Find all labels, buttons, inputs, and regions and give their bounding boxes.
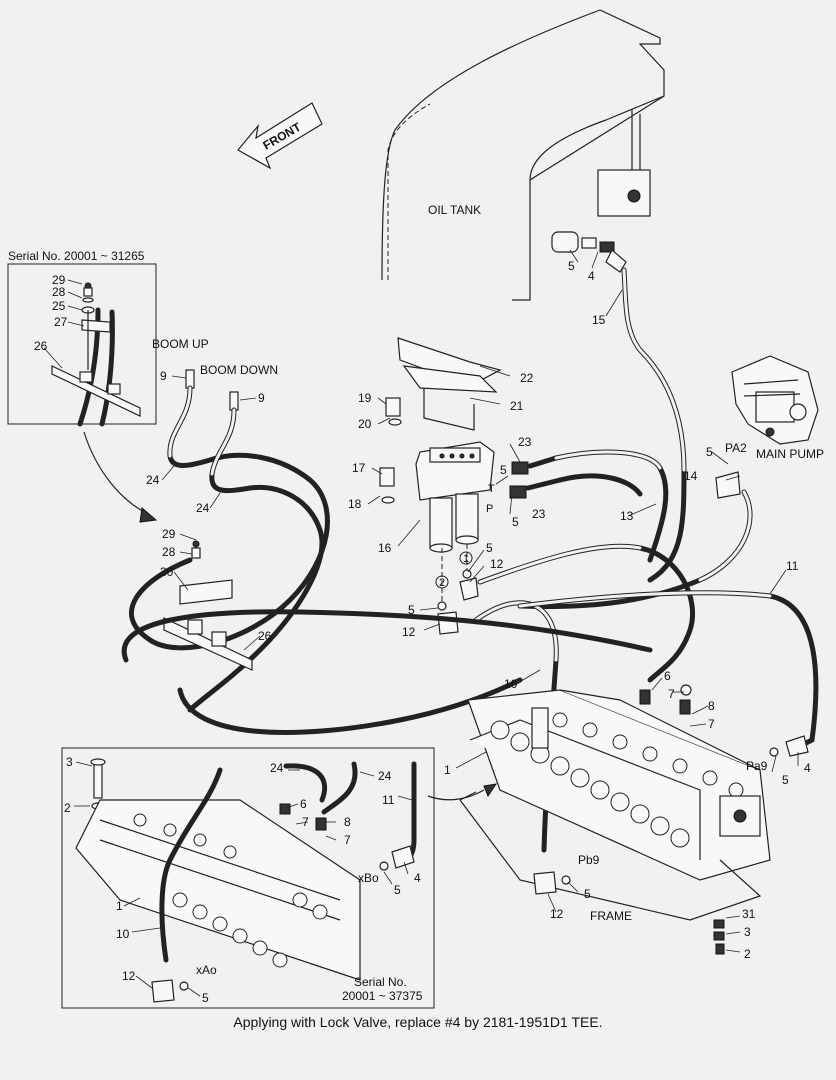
- callout-4: 4: [588, 269, 595, 283]
- callout-5b: 5: [500, 463, 507, 477]
- callout-8: 8: [708, 699, 715, 713]
- pb9-label: Pb9: [578, 853, 600, 867]
- callout-6: 6: [664, 669, 671, 683]
- callout-3: 3: [744, 925, 751, 939]
- xbo-label: xBo: [358, 871, 379, 885]
- bot-callout-10: 10: [116, 927, 130, 941]
- top-callout-27: 27: [54, 315, 68, 329]
- callout-13: 13: [620, 509, 634, 523]
- top-callout-26: 26: [34, 339, 48, 353]
- bot-callout-5a: 5: [394, 883, 401, 897]
- callout-26: 26: [258, 629, 272, 643]
- bot-callout-11: 11: [382, 793, 395, 807]
- inset-bottom-serial-1: Serial No.: [354, 975, 407, 989]
- pa9-label: Pa9: [746, 759, 768, 773]
- bot-callout-12: 12: [122, 969, 136, 983]
- port-p-label: P: [486, 503, 493, 515]
- bot-callout-1: 1: [116, 899, 123, 913]
- callout-7b: 7: [708, 717, 715, 731]
- bot-callout-3: 3: [66, 755, 73, 769]
- control-valve-main: Pa9 Pb9: [467, 684, 771, 881]
- top-callout-28: 28: [52, 285, 66, 299]
- front-arrow: FRONT: [237, 102, 323, 170]
- callout-5f: 5: [706, 445, 713, 459]
- callout-24a: 24: [146, 473, 160, 487]
- callout-9b: 9: [258, 391, 265, 405]
- boom-hoses: BOOM UP BOOM DOWN: [152, 337, 278, 411]
- callout-23a: 23: [518, 435, 532, 449]
- diagram-caption: Applying with Lock Valve, replace #4 by …: [233, 1014, 603, 1030]
- xao-label: xAo: [196, 963, 217, 977]
- callout-4b: 4: [804, 761, 811, 775]
- callout-7a: 7: [668, 687, 675, 701]
- bot-callout-2: 2: [64, 801, 71, 815]
- callout-14: 14: [684, 469, 698, 483]
- tank-return-fittings: [551, 231, 627, 273]
- boom-up-label: BOOM UP: [152, 337, 209, 351]
- callout-30: 30: [160, 565, 174, 579]
- bot-callout-7a: 7: [302, 815, 309, 829]
- oil-tank-label: OIL TANK: [428, 203, 481, 217]
- bot-callout-5b: 5: [202, 991, 209, 1005]
- callout-5h: 5: [584, 887, 591, 901]
- callout-20: 20: [358, 417, 372, 431]
- callout-1: 1: [444, 763, 451, 777]
- callout-9a: 9: [160, 369, 167, 383]
- callout-numbers: 5 4 15 22 21 19 20 17 18 16 23 23 5 5 5 …: [8, 249, 811, 1005]
- callout-12a: 12: [490, 557, 504, 571]
- callout-23b: 23: [532, 507, 546, 521]
- main-pump: MAIN PUMP PA2: [725, 355, 824, 461]
- oil-tank: OIL TANK: [381, 9, 665, 301]
- callout-19: 19: [358, 391, 372, 405]
- callout-28: 28: [162, 545, 176, 559]
- callout-5e: 5: [408, 603, 415, 617]
- bot-callout-4: 4: [414, 871, 421, 885]
- callout-5c: 5: [512, 515, 519, 529]
- top-callout-29: 29: [52, 273, 66, 287]
- bot-callout-8: 8: [344, 815, 351, 829]
- inset-bottom: xBo xAo Serial No. 20001 ~ 37375: [61, 747, 435, 1009]
- callout-5d: 5: [486, 541, 493, 555]
- top-callout-25: 25: [52, 299, 66, 313]
- inset-bottom-serial-2: 20001 ~ 37375: [342, 989, 423, 1003]
- callout-24b: 24: [196, 501, 210, 515]
- callout-21: 21: [510, 399, 524, 413]
- callout-12b: 12: [402, 625, 416, 639]
- frame-label: FRAME: [590, 909, 632, 923]
- pilot-valve: T P 1 2: [379, 337, 502, 606]
- circle-1-label: 1: [463, 553, 469, 565]
- callout-22: 22: [520, 371, 534, 385]
- callout-17: 17: [352, 461, 366, 475]
- inset-top: [7, 263, 157, 427]
- callout-5: 5: [568, 259, 575, 273]
- bot-callout-24a: 24: [270, 761, 284, 775]
- callout-12c: 12: [550, 907, 564, 921]
- callout-29: 29: [162, 527, 176, 541]
- pa2-label: PA2: [725, 441, 747, 455]
- callout-15: 15: [592, 313, 606, 327]
- main-pump-label: MAIN PUMP: [756, 447, 824, 461]
- leader-lines: [43, 249, 799, 997]
- port-t-label: T: [488, 483, 495, 495]
- callout-18: 18: [348, 497, 362, 511]
- callout-11: 11: [786, 559, 799, 573]
- bot-callout-24b: 24: [378, 769, 392, 783]
- clamp-bracket: [163, 540, 253, 671]
- bot-callout-7b: 7: [344, 833, 351, 847]
- callout-16: 16: [378, 541, 392, 555]
- callout-10: 10: [504, 677, 518, 691]
- inset-top-arrow: [83, 431, 149, 515]
- top-inset-serial: Serial No. 20001 ~ 31265: [8, 249, 145, 263]
- callout-5g: 5: [782, 773, 789, 787]
- callout-2: 2: [744, 947, 751, 961]
- boom-down-label: BOOM DOWN: [200, 363, 278, 377]
- bot-callout-6: 6: [300, 797, 307, 811]
- callout-31: 31: [742, 907, 756, 921]
- frame-plate: FRAME: [459, 791, 762, 955]
